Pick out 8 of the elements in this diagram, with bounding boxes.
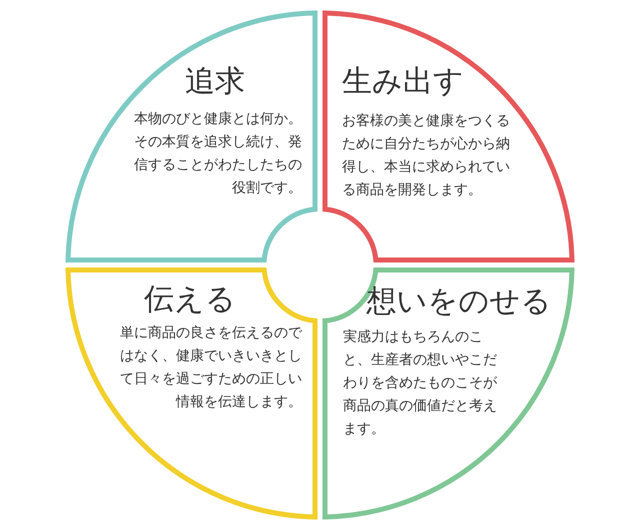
section-heading: 想いをのせる bbox=[366, 284, 552, 320]
section-text: 単に商品の良さを伝えるのではなく、健康でいきいきとして日々を過ごすための正しい情報を伝達します。 bbox=[120, 324, 302, 412]
section-heading: 生み出す bbox=[342, 64, 465, 100]
section-text: 実感力はもちろんのこと、生産者の想いやこだわりを含めたものこそが商品の真の価値だと考えます。 bbox=[343, 328, 497, 439]
section-text: お客様の美と健康をつくるために自分たちが心から納得し、本当に求められている商品を開発します。 bbox=[342, 112, 511, 200]
section-heading: 伝える bbox=[143, 282, 237, 318]
section-text: 本物のびと健康とは何か。その本質を追求し続け、発信することがわたしたちの役割です。 bbox=[133, 110, 302, 198]
section-heading: 追求 bbox=[184, 64, 246, 100]
